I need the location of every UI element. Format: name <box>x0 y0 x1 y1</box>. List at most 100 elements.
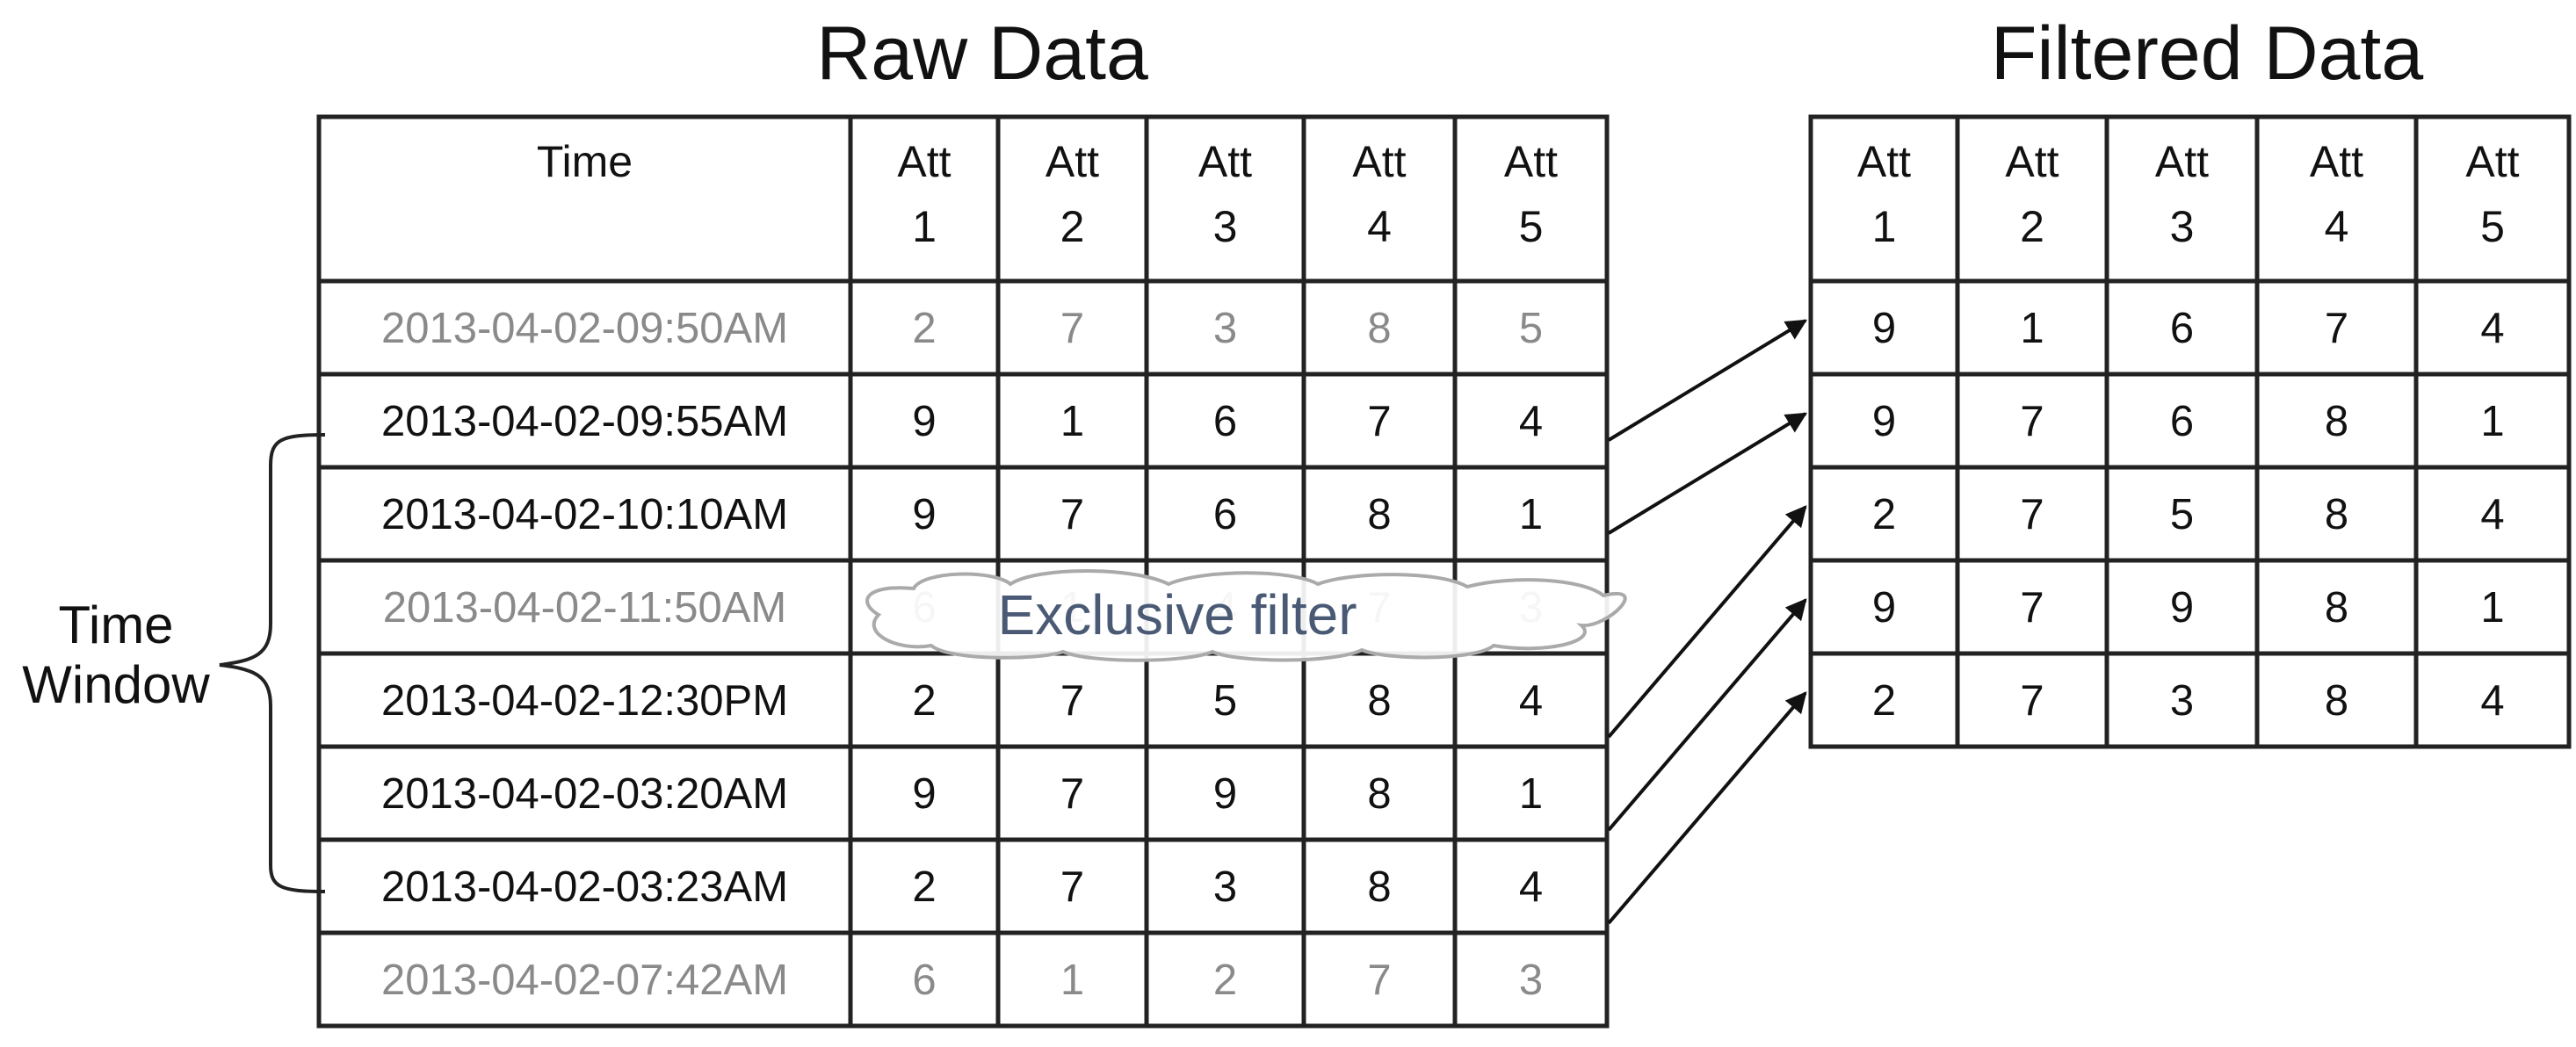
timestamp-cell: 2013-04-02-09:50AM <box>381 305 788 352</box>
filtered-value-cell: 1 <box>2480 398 2504 445</box>
timestamp-cell: 2013-04-02-09:55AM <box>381 398 788 445</box>
raw-header-att-3-line1: Att <box>1198 137 1252 186</box>
raw-value-cell: 7 <box>1367 957 1391 1004</box>
exclusive-filter-label: Exclusive filter <box>998 583 1357 646</box>
raw-header-att-2-line2: 2 <box>1060 202 1085 251</box>
raw-table-border <box>316 114 1610 1029</box>
raw-value-cell: 8 <box>1367 305 1391 352</box>
timestamp-cell: 2013-04-02-03:23AM <box>381 863 788 911</box>
raw-header-att-2-line1: Att <box>1046 137 1099 186</box>
filtered-value-cell: 6 <box>2170 305 2194 352</box>
filtered-value-cell: 7 <box>2020 677 2044 725</box>
raw-table-row: 2013-04-02-03:20AM 9 7 9 8 1 <box>381 770 1543 818</box>
timestamp-cell: 2013-04-02-03:20AM <box>381 770 788 818</box>
filtered-header-att-1-line1: Att <box>1857 137 1911 186</box>
raw-value-cell: 2 <box>1213 957 1237 1004</box>
filtered-value-cell: 4 <box>2480 305 2504 352</box>
raw-value-cell: 8 <box>1367 863 1391 911</box>
raw-header-att-5-line1: Att <box>1504 137 1558 186</box>
raw-value-cell: 8 <box>1367 770 1391 818</box>
raw-value-cell: 5 <box>1213 677 1237 725</box>
raw-value-cell: 3 <box>1519 957 1543 1004</box>
filtered-value-cell: 1 <box>2020 305 2044 352</box>
raw-value-cell: 4 <box>1519 677 1543 725</box>
raw-value-cell: 7 <box>1060 677 1084 725</box>
filtered-header-att-1-line2: 1 <box>1872 202 1897 251</box>
filtered-header-att-3-line1: Att <box>2155 137 2209 186</box>
filtered-value-cell: 2 <box>1872 677 1896 725</box>
raw-header-time: Time <box>537 137 633 186</box>
raw-value-cell: 7 <box>1060 863 1084 911</box>
raw-header-att-1-line1: Att <box>897 137 951 186</box>
mapping-arrow <box>1607 691 1807 925</box>
filtered-header-att-5-line1: Att <box>2465 137 2519 186</box>
mapping-arrows <box>1607 319 1808 925</box>
filtered-header-att-3-line2: 3 <box>2170 202 2195 251</box>
raw-value-cell: 8 <box>1367 491 1391 538</box>
filtered-value-cell: 9 <box>1872 305 1896 352</box>
filtered-value-cell: 6 <box>2170 398 2194 445</box>
timestamp-cell: 2013-04-02-11:50AM <box>383 584 786 632</box>
raw-value-cell: 4 <box>1519 398 1543 445</box>
time-window-brace: Time Window <box>22 433 326 893</box>
raw-value-cell: 9 <box>1213 770 1237 818</box>
filtered-value-cell: 9 <box>1872 584 1896 632</box>
raw-value-cell: 7 <box>1367 398 1391 445</box>
curly-brace-shape <box>219 433 326 893</box>
filtered-header-att-5-line2: 5 <box>2480 202 2505 251</box>
exclusive-filter-cloud: Exclusive filter <box>865 569 1627 662</box>
raw-value-cell: 1 <box>1060 398 1084 445</box>
raw-table-row: 2013-04-02-09:50AM 2 7 3 8 5 <box>381 305 1543 352</box>
filtered-value-cell: 7 <box>2020 491 2044 538</box>
cloud-shape <box>865 569 1627 662</box>
raw-value-cell: 1 <box>1519 770 1543 818</box>
filtered-value-cell: 2 <box>1872 491 1896 538</box>
raw-value-cell: 5 <box>1519 305 1543 352</box>
raw-header-att-3-line2: 3 <box>1213 202 1238 251</box>
raw-value-cell: 2 <box>912 677 936 725</box>
filtered-value-cell: 9 <box>1872 398 1896 445</box>
raw-value-cell: 2 <box>912 863 936 911</box>
filtered-header-att-2-line2: 2 <box>2020 202 2044 251</box>
filtered-value-cell: 4 <box>2480 491 2504 538</box>
raw-value-cell: 7 <box>1060 770 1084 818</box>
filtered-value-cell: 4 <box>2480 677 2504 725</box>
time-window-label-line2: Window <box>22 655 210 714</box>
raw-header-att-5-line2: 5 <box>1519 202 1544 251</box>
filtered-value-cell: 5 <box>2170 491 2194 538</box>
filtered-value-cell: 8 <box>2325 491 2348 538</box>
timestamp-cell: 2013-04-02-07:42AM <box>381 957 788 1004</box>
filtered-data-title: Filtered Data <box>1991 11 2423 96</box>
raw-value-cell: 3 <box>1213 305 1237 352</box>
raw-value-cell: 7 <box>1060 491 1084 538</box>
raw-value-cell: 1 <box>1060 957 1084 1004</box>
filtered-value-cell: 3 <box>2170 677 2194 725</box>
raw-header-att-4-line2: 4 <box>1367 202 1392 251</box>
filtered-table-border <box>1808 114 2572 749</box>
raw-value-cell: 9 <box>912 770 936 818</box>
raw-value-cell: 3 <box>1213 863 1237 911</box>
raw-value-cell: 1 <box>1519 491 1543 538</box>
raw-value-cell: 2 <box>912 305 936 352</box>
raw-header-att-1-line2: 1 <box>912 202 937 251</box>
raw-value-cell: 7 <box>1060 305 1084 352</box>
mapping-arrow <box>1607 412 1808 535</box>
raw-header-att-4-line1: Att <box>1352 137 1406 186</box>
mapping-arrow <box>1607 319 1808 442</box>
raw-value-cell: 8 <box>1367 677 1391 725</box>
filtered-header-att-4-line1: Att <box>2310 137 2363 186</box>
timestamp-cell: 2013-04-02-10:10AM <box>381 491 788 538</box>
filtered-value-cell: 7 <box>2020 398 2044 445</box>
mapping-arrow <box>1607 598 1807 832</box>
